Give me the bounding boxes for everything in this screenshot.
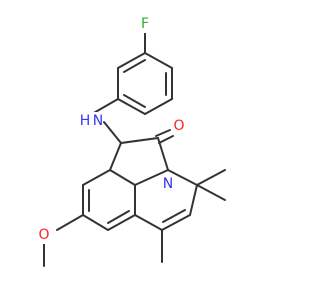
bond: [158, 135, 174, 144]
bond: [103, 121, 122, 144]
bond: [117, 52, 146, 69]
carbonyl-oxygen-label: O: [173, 118, 184, 134]
bond: [123, 59, 146, 73]
bond: [196, 184, 226, 201]
ring-nitrogen-atom: N: [161, 175, 175, 192]
molecule-structure: F H N O N O: [37, 16, 226, 267]
bond: [82, 214, 109, 231]
bond: [109, 169, 136, 186]
bonds: [43, 29, 226, 267]
bond: [134, 214, 163, 231]
methoxy-oxygen-atom: O: [37, 227, 51, 244]
bond: [91, 98, 119, 115]
fluorine-atom: F: [138, 16, 152, 33]
bond: [144, 98, 173, 115]
bond: [120, 137, 159, 144]
amine-hydrogen-label: H: [80, 113, 91, 129]
amine-nitrogen-label: N: [93, 113, 103, 129]
atom-labels: F H N O N O: [37, 16, 186, 244]
fluorine-label: F: [141, 16, 149, 32]
bond: [107, 210, 130, 224]
bond: [107, 214, 136, 231]
bond: [161, 214, 191, 231]
amine-atom: H N: [80, 112, 103, 129]
bond: [123, 94, 146, 108]
bond: [196, 169, 226, 186]
bond: [82, 169, 111, 186]
bond: [144, 52, 173, 69]
bond: [189, 184, 198, 216]
methoxy-oxygen-label: O: [38, 227, 49, 243]
carbonyl-oxygen-atom: O: [172, 117, 186, 134]
bond: [162, 209, 186, 223]
ring-nitrogen-label: N: [163, 176, 173, 192]
bond: [117, 98, 146, 115]
bond: [167, 169, 198, 186]
bond: [155, 129, 171, 137]
bond: [134, 169, 169, 186]
bond: [56, 214, 84, 231]
bond: [109, 142, 122, 171]
